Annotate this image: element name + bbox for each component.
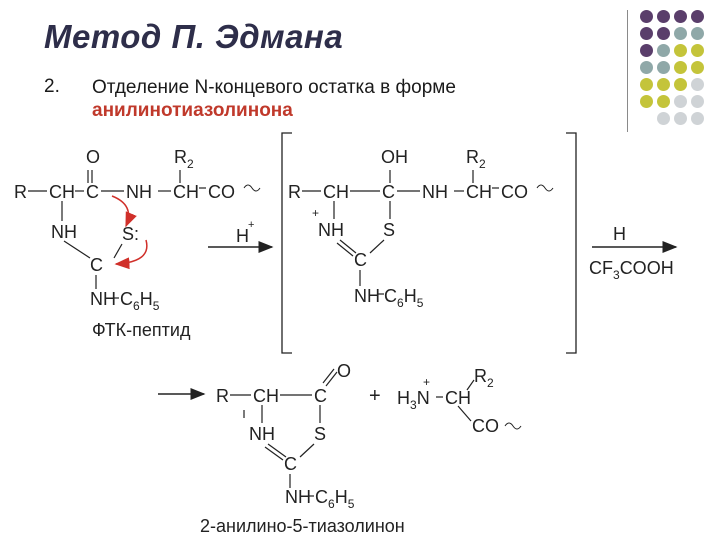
decor-dot	[657, 95, 670, 108]
decor-dot	[657, 27, 670, 40]
atom-co: CO	[501, 182, 528, 202]
decor-dot	[657, 10, 670, 23]
decor-dot	[674, 78, 687, 91]
decor-dot	[674, 10, 687, 23]
reagent-tfa: CF3COOH	[589, 258, 674, 282]
atom-r: R	[288, 182, 301, 202]
reagent-h-charge: +	[248, 219, 254, 231]
decor-dot	[640, 78, 653, 91]
atom-nh: NH	[249, 424, 275, 444]
decor-dot	[674, 95, 687, 108]
bonds-left	[28, 170, 261, 299]
decor-dot	[640, 95, 653, 108]
decor-dot	[691, 44, 704, 57]
list-item-highlight: анилинотиазолинона	[92, 100, 293, 121]
charge-plus: +	[312, 206, 319, 220]
atom-co: CO	[472, 416, 499, 436]
atom-nh-ring: NH	[318, 220, 344, 240]
atom-c-low: C	[284, 454, 297, 474]
decor-dot	[657, 78, 670, 91]
atom-r2: R2	[174, 147, 194, 171]
atom-o: O	[86, 147, 100, 167]
atom-ch: CH	[445, 388, 471, 408]
atom-oh: OH	[381, 147, 408, 167]
decor-dot	[674, 44, 687, 57]
atom-r: R	[216, 386, 229, 406]
bonds-bottom	[230, 368, 338, 497]
decor-dot	[640, 61, 653, 74]
charge-plus: +	[423, 375, 430, 389]
atom-ch2: CH	[466, 182, 492, 202]
atom-c-low: C	[90, 255, 103, 275]
decor-dot	[674, 27, 687, 40]
intermediate-brackets	[281, 132, 577, 354]
caption-thiazolinone: 2-анилино-5-тиазолинон	[200, 516, 405, 536]
decor-dot	[640, 27, 653, 40]
decor-dot	[691, 61, 704, 74]
atom-o: O	[337, 361, 351, 381]
decor-dot	[640, 10, 653, 23]
decor-dot	[691, 78, 704, 91]
atom-ch: CH	[253, 386, 279, 406]
decor-dot	[691, 10, 704, 23]
decor-dot	[657, 112, 670, 125]
reagent-acid-step1: H +	[208, 219, 274, 253]
peptide-remainder-structure: H3N + CH R2 CO	[397, 366, 522, 436]
decor-dot	[657, 44, 670, 57]
list-item-line: Отделение N-концевого остатка в форме	[92, 77, 456, 98]
atom-nh: NH	[126, 182, 152, 202]
atom-s: S	[383, 220, 395, 240]
atom-ch: CH	[323, 182, 349, 202]
atom-r2: R2	[466, 147, 486, 171]
plus-sign: +	[369, 385, 381, 407]
decor-dot	[691, 27, 704, 40]
atom-c: C	[86, 182, 99, 202]
atom-s: S	[314, 424, 326, 444]
electron-shift-arrows	[111, 195, 148, 270]
atom-nh: NH	[422, 182, 448, 202]
slide-title: Метод П. Эдмана	[44, 18, 344, 55]
decor-dot	[691, 95, 704, 108]
list-item-number: 2.	[44, 76, 60, 97]
decor-dot	[657, 61, 670, 74]
reagent-h: H	[613, 224, 626, 244]
reagent-acid-step2: H CF3COOH	[589, 224, 678, 282]
bonds-middle	[302, 170, 554, 295]
atom-r: R	[14, 182, 27, 202]
decor-dot	[691, 112, 704, 125]
atom-ch: CH	[49, 182, 75, 202]
atom-r2: R2	[474, 366, 494, 390]
atom-c: C	[382, 182, 395, 202]
decor-dot	[674, 112, 687, 125]
atom-h3n: H3N	[397, 388, 430, 412]
decor-divider	[627, 10, 628, 132]
decor-dot	[640, 44, 653, 57]
decor-dot	[674, 61, 687, 74]
caption-ftk-peptide: ФТК-пептид	[92, 320, 191, 340]
list-item-text: Отделение N-концевого остатка в форме ан…	[92, 76, 456, 122]
atom-nh-ring: NH	[51, 222, 77, 242]
atom-c-low: C	[354, 250, 367, 270]
atom-ch2: CH	[173, 182, 199, 202]
atom-co: CO	[208, 182, 235, 202]
atom-c: C	[314, 386, 327, 406]
reagent-h: H	[236, 226, 249, 246]
decor-dot-grid	[640, 10, 712, 130]
atom-s: S:	[122, 224, 139, 244]
bonds-peptide-remainder	[436, 379, 522, 430]
